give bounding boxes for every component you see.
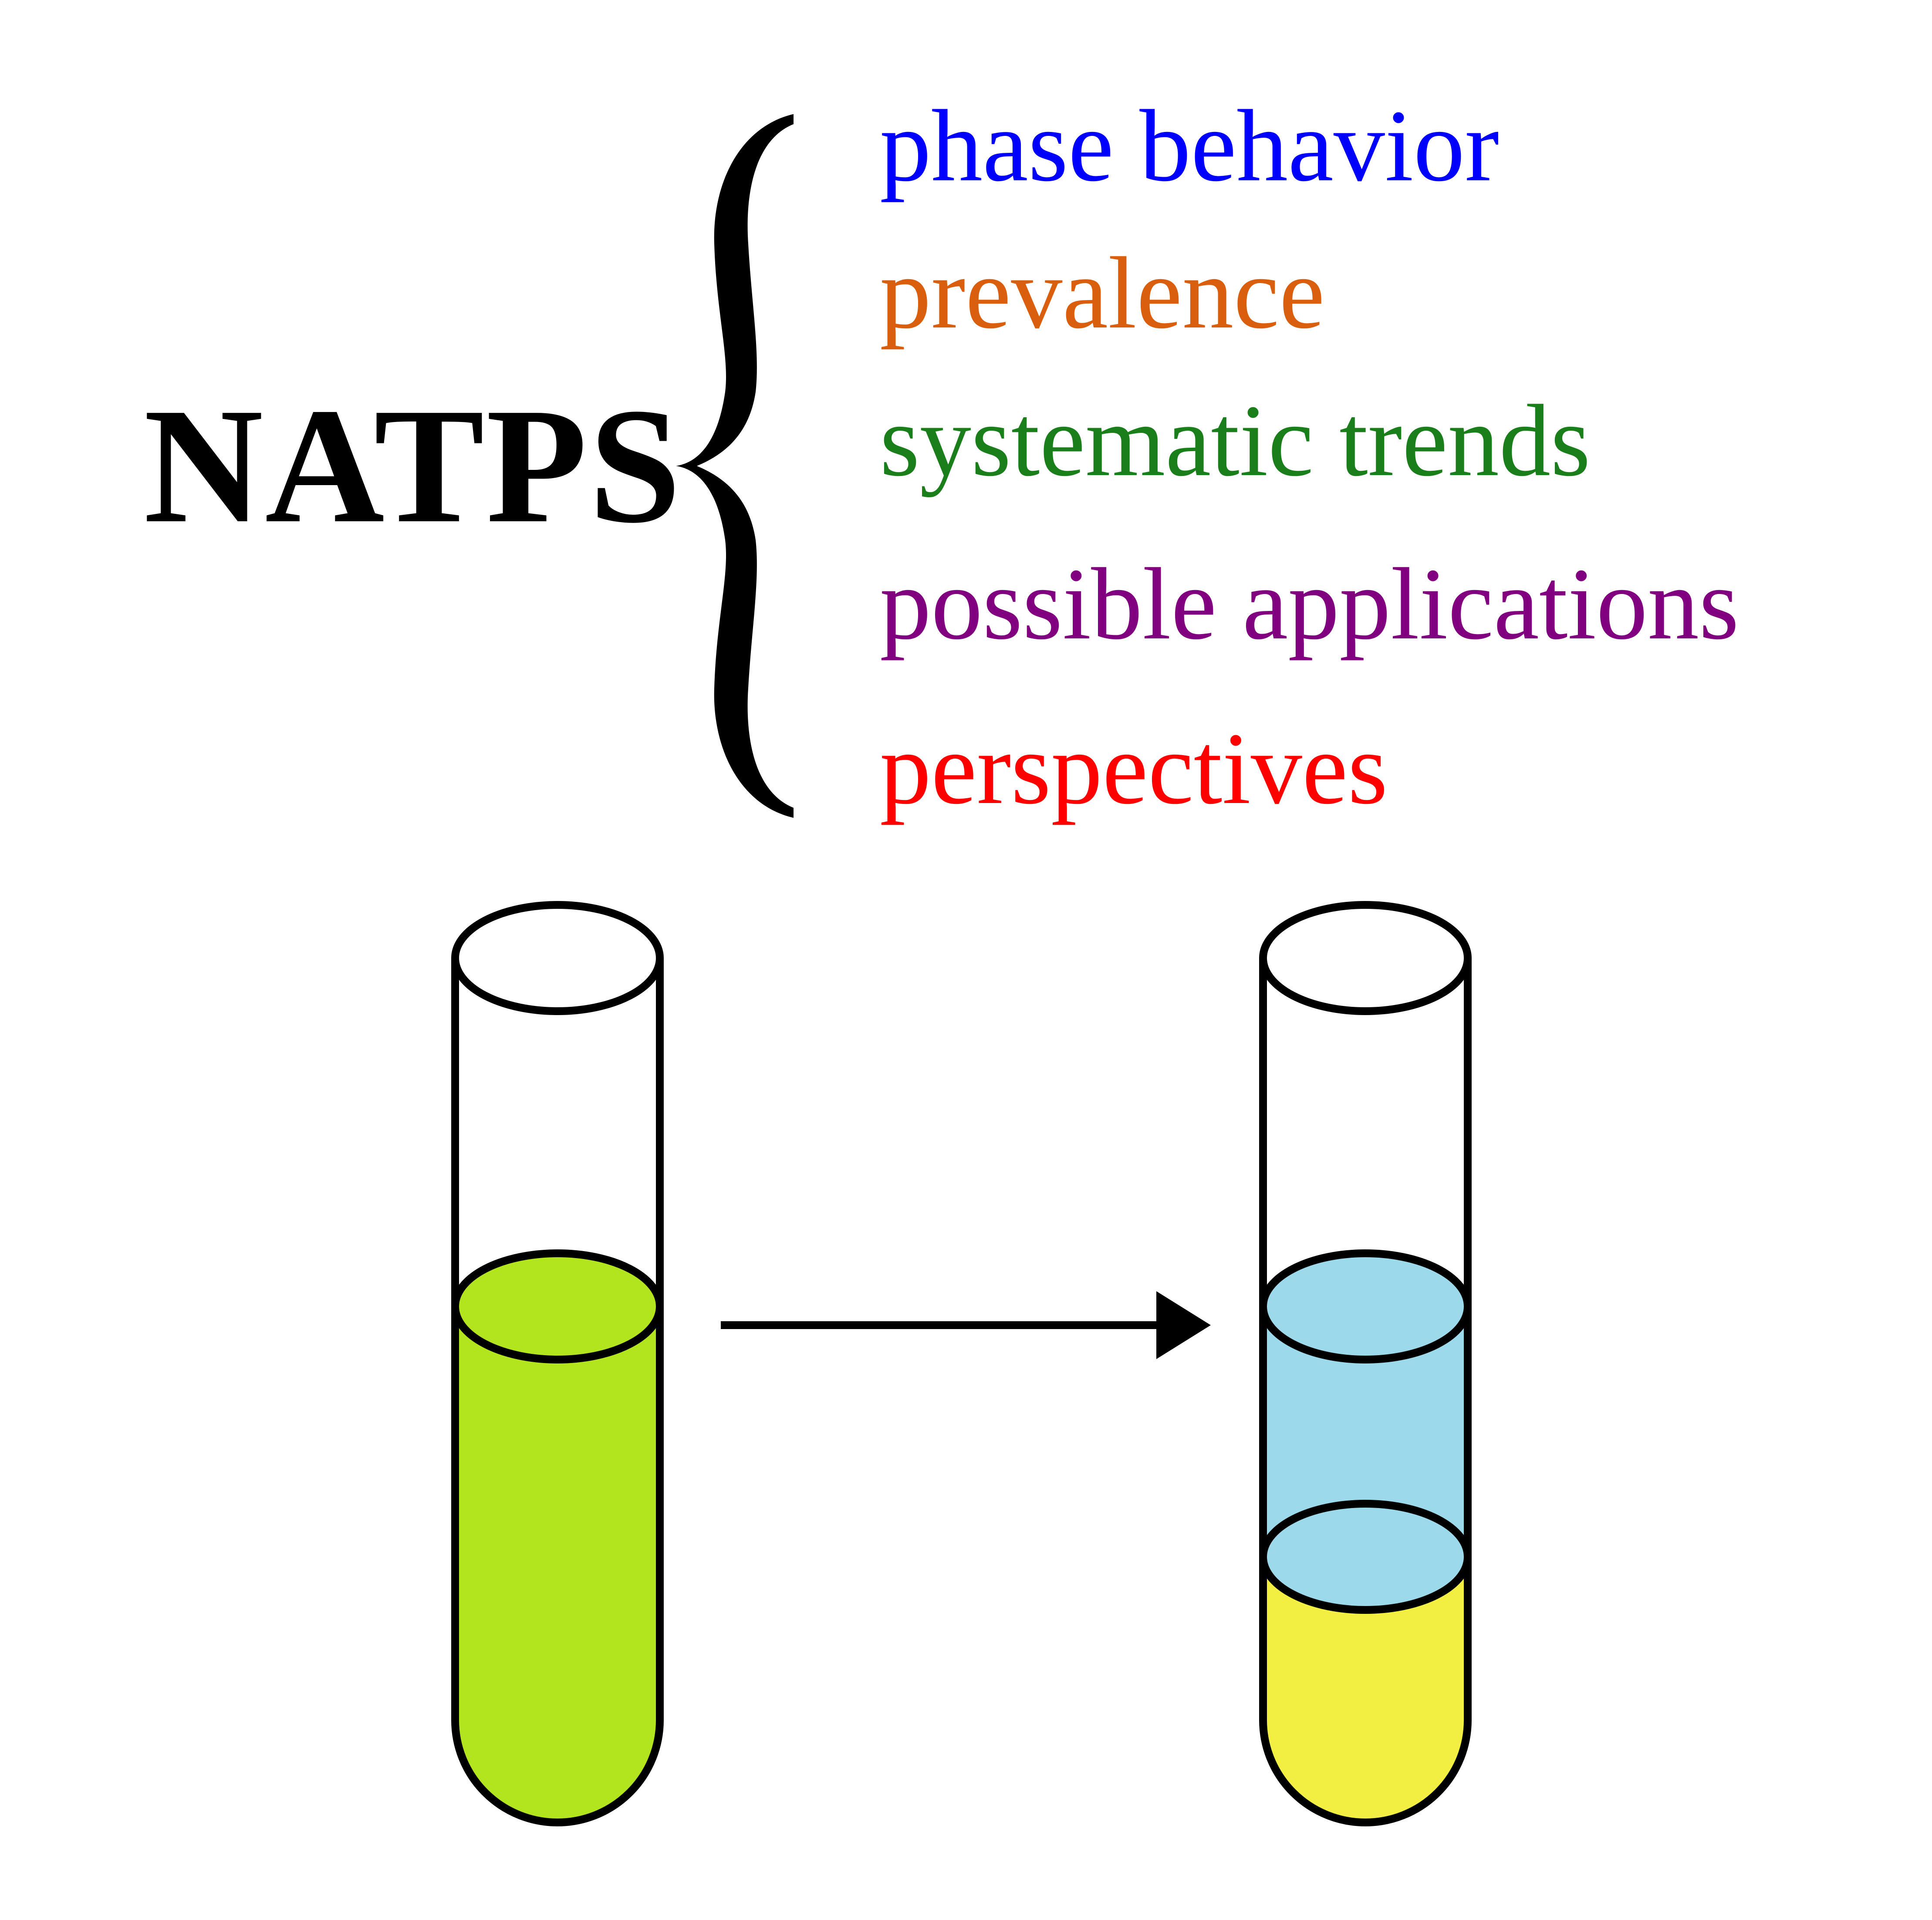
transition-arrow-icon (721, 1291, 1211, 1359)
lower-phase-liquid (1263, 1557, 1468, 1822)
test-tube-single-phase (451, 901, 664, 1826)
topic-systematic-trends: systematic trends (880, 384, 1591, 498)
topic-possible-applications: possible applications (880, 547, 1739, 661)
right-tube-body (1259, 958, 1472, 1826)
upper-phase-surface (1259, 1249, 1472, 1363)
upper-phase-liquid (1263, 1306, 1468, 1557)
test-tube-two-phase (1259, 901, 1472, 1826)
topic-perspectives: perspectives (880, 712, 1388, 826)
single-phase-surface (451, 1249, 664, 1363)
topic-phase-behavior: phase behavior (880, 89, 1499, 203)
single-phase-liquid (455, 1306, 660, 1822)
natps-title: NATPS (144, 374, 683, 557)
left-tube-body (451, 958, 664, 1826)
left-tube-mouth (451, 901, 664, 1015)
phase-boundary-surface (1259, 1500, 1472, 1614)
right-tube-mouth (1259, 901, 1472, 1015)
topic-prevalence: prevalence (880, 236, 1325, 350)
curly-brace-icon (676, 114, 794, 818)
